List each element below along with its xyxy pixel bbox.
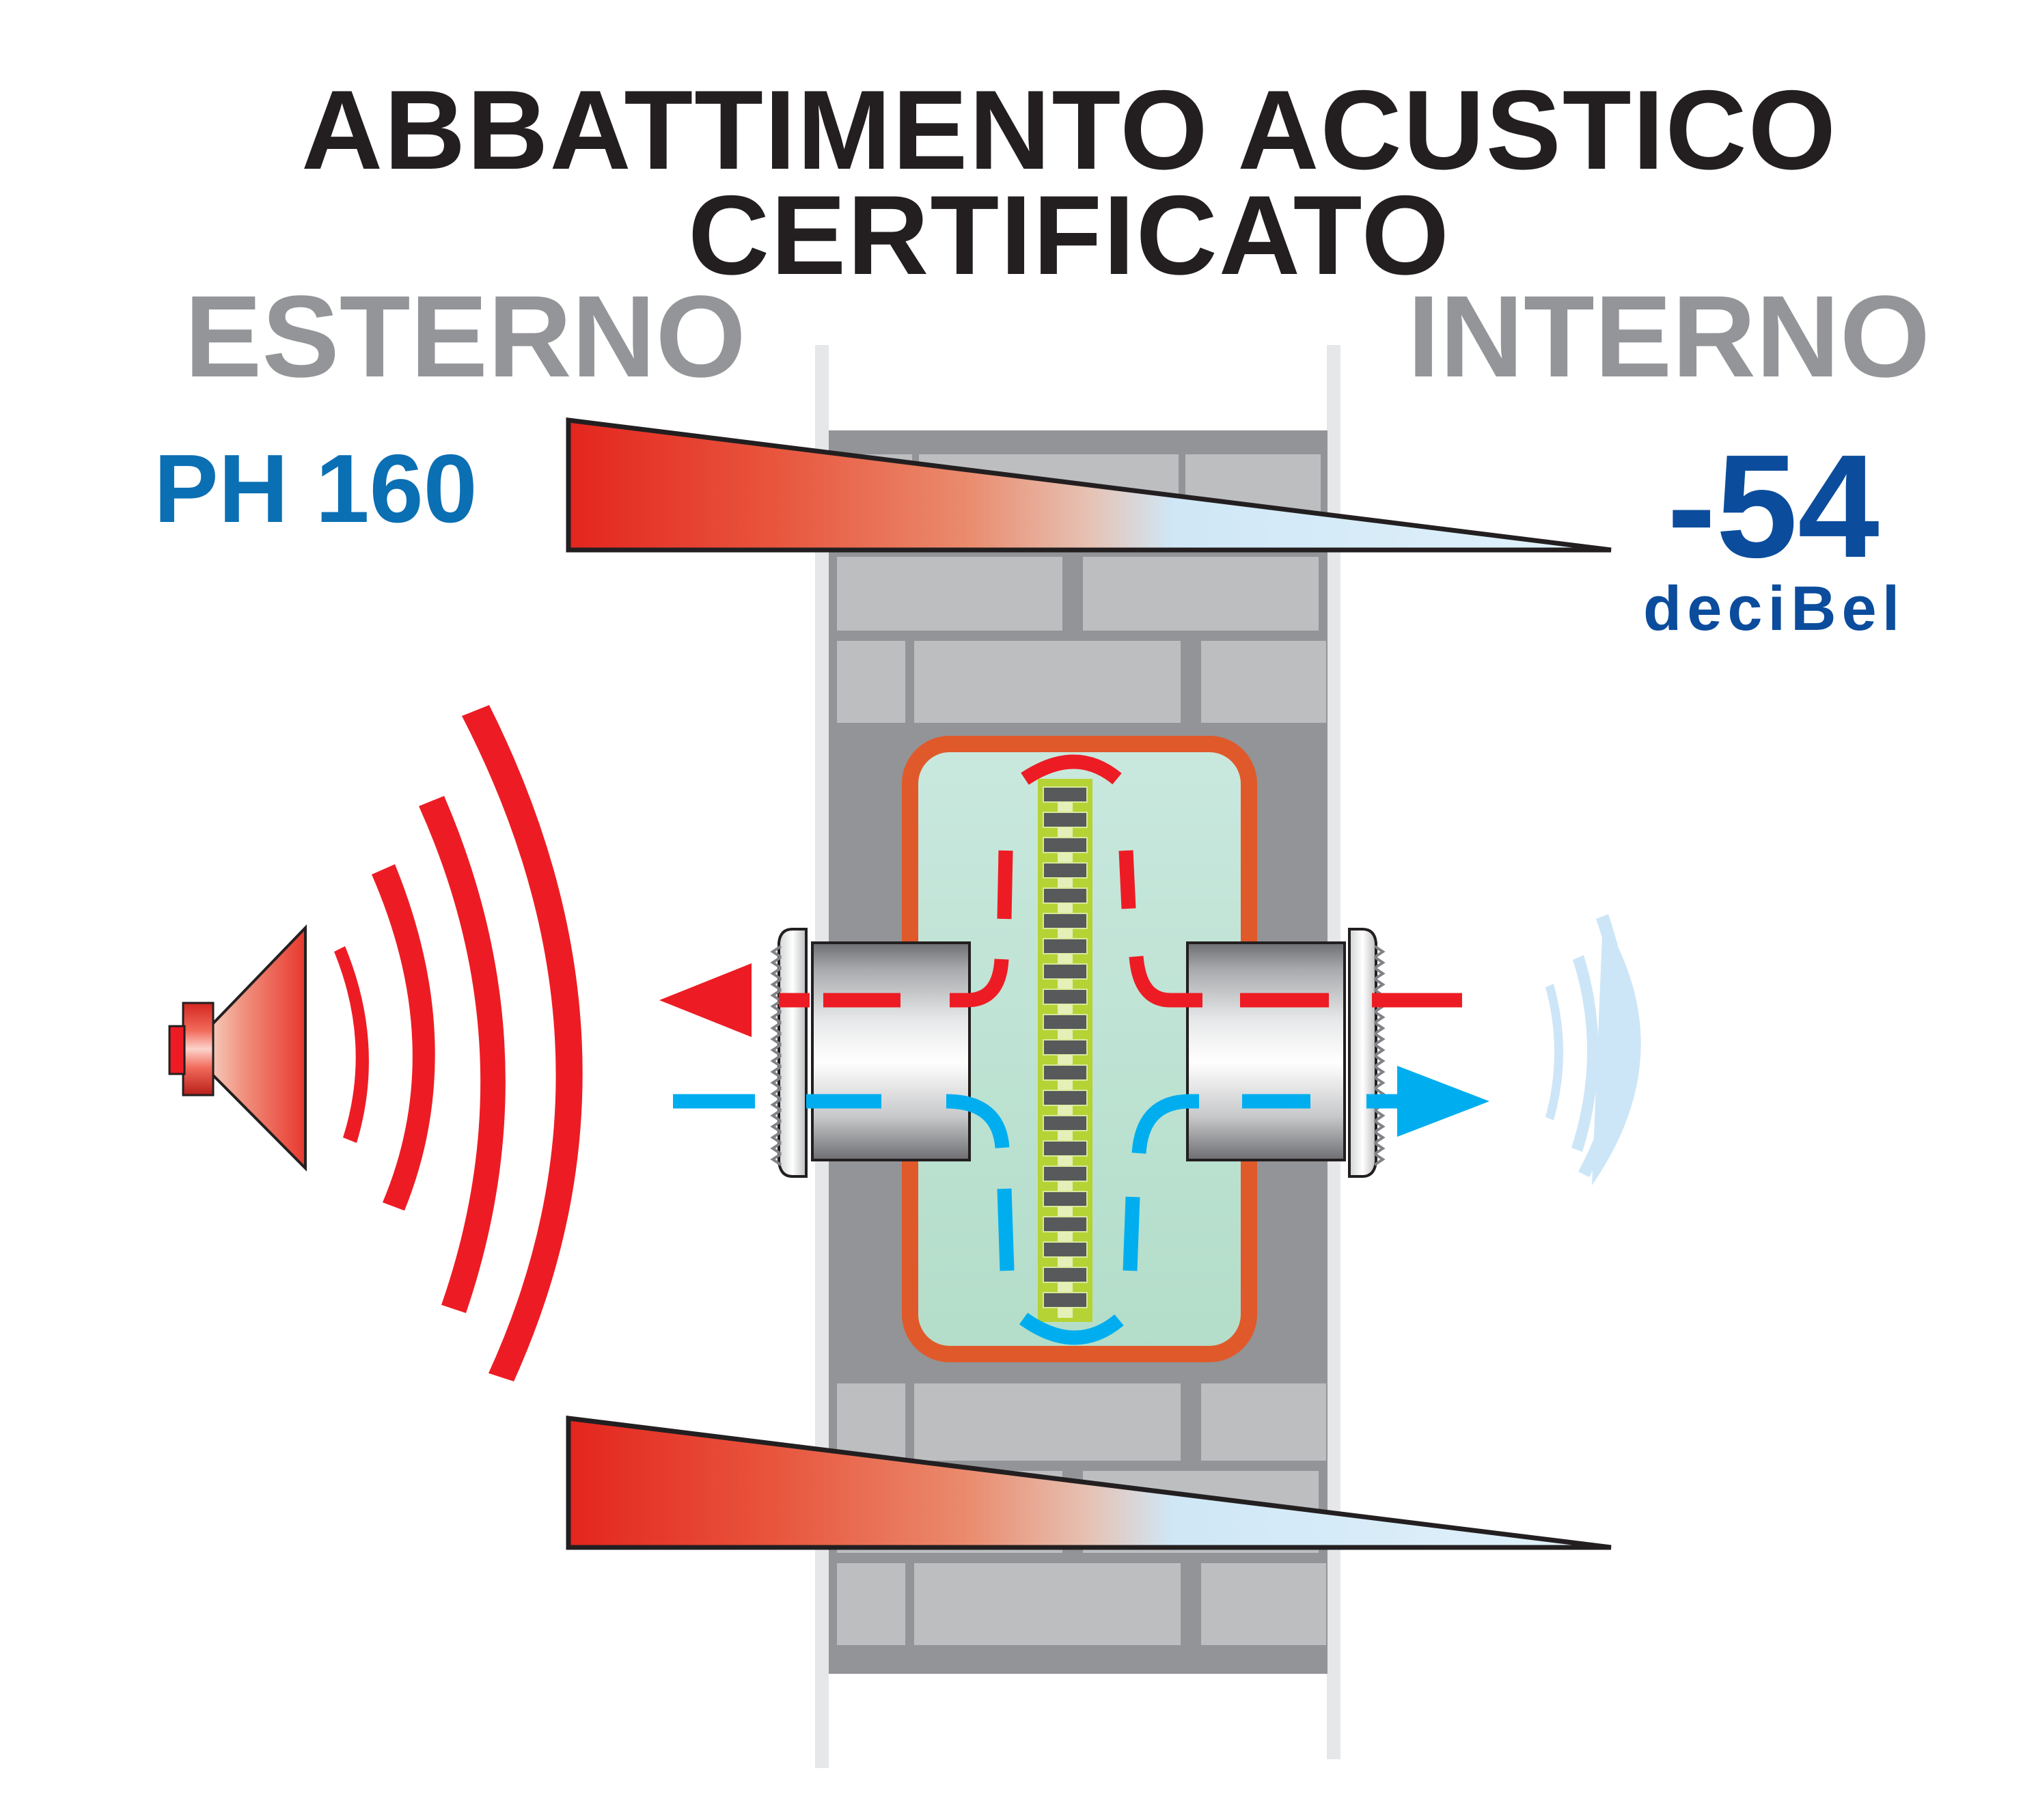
inner-grille-body (1348, 928, 1377, 1178)
baffle-rib (1058, 1232, 1073, 1242)
baffle-rib (1058, 802, 1073, 812)
sound-waves-loud-icon (334, 705, 583, 1381)
brick (1083, 557, 1319, 631)
inside-label: INTERNO (1407, 272, 1930, 402)
baffle-rib (1058, 1004, 1073, 1015)
baffle-slot (1043, 862, 1088, 879)
baffle-rib (1058, 827, 1073, 838)
outer-grille-teeth (770, 945, 782, 1166)
baffle-slot (1043, 1014, 1088, 1030)
outside-label: ESTERNO (184, 272, 746, 402)
speaker-horn (210, 924, 307, 1172)
baffle-rib (1058, 878, 1073, 888)
baffle-rib (1058, 1055, 1073, 1065)
page-title-line-2: CERTIFICATO (688, 172, 1450, 298)
brick (837, 1563, 905, 1645)
noise-reduction-unit: deciBel (1643, 574, 1906, 644)
baffle-slot (1043, 1166, 1088, 1182)
inner-duct (1186, 941, 1346, 1161)
baffle-rib (1058, 1282, 1073, 1293)
baffle-slot (1043, 786, 1088, 803)
baffle-slots (1043, 786, 1088, 1318)
brick (914, 641, 1181, 723)
attenuation-wedge-bottom (566, 1416, 1612, 1550)
baffle-slot (1043, 1115, 1088, 1131)
baffle-slot (1043, 1292, 1088, 1308)
baffle-slot (1043, 1090, 1088, 1106)
brick (1201, 1563, 1326, 1645)
baffle-rib (1058, 1080, 1073, 1090)
baffle-slot (1043, 1064, 1088, 1081)
baffle-slot (1043, 913, 1088, 929)
baffle-slot (1043, 812, 1088, 828)
outer-duct (811, 941, 971, 1161)
brick (914, 1383, 1181, 1461)
baffle-rib (1058, 928, 1073, 939)
brick (914, 1563, 1181, 1645)
baffle-slot (1043, 1267, 1088, 1283)
baffle-rib (1058, 979, 1073, 989)
baffle-rib (1058, 1308, 1073, 1318)
noise-reduction-value: -54 (1667, 424, 1880, 588)
baffle-rib (1058, 1156, 1073, 1166)
brick (1201, 1383, 1326, 1461)
acoustic-baffle (1038, 779, 1092, 1322)
air-path-blue (673, 1094, 1421, 1345)
sound-waves-soft-icon (1545, 914, 1641, 1185)
baffle-rib (1058, 1181, 1073, 1191)
baffle-rib (1058, 1030, 1073, 1040)
baffle-slot (1043, 1140, 1088, 1157)
speaker-magnet (182, 1002, 215, 1097)
inner-grille-teeth (1373, 945, 1386, 1166)
flow-paths (673, 754, 1462, 1345)
baffle-rib (1058, 853, 1073, 863)
arrow-right-icon (1397, 1066, 1489, 1137)
attenuation-wedge-top (566, 417, 1612, 553)
attenuation-wedge-bottom-shape (566, 1416, 1612, 1550)
baffle-slot (1043, 963, 1088, 980)
product-model-label: PH 160 (154, 435, 478, 543)
baffle-rib (1058, 1131, 1073, 1141)
baffle-slot (1043, 837, 1088, 853)
baffle-rib (1058, 903, 1073, 913)
baffle-rib (1058, 1257, 1073, 1267)
arrow-left-icon (659, 963, 752, 1037)
baffle-slot (1043, 989, 1088, 1005)
outer-grille-body (778, 928, 808, 1178)
speaker-terminal (168, 1025, 186, 1075)
vent-ducts (770, 928, 1386, 1178)
baffle-rib (1058, 1207, 1073, 1217)
baffle-slot (1043, 1216, 1088, 1232)
brick (1201, 641, 1326, 723)
brick (837, 557, 1062, 631)
baffle-slot (1043, 1191, 1088, 1207)
speaker-icon (168, 924, 307, 1172)
attenuation-wedge-top-shape (566, 417, 1612, 553)
baffle-rib (1058, 954, 1073, 964)
brick (837, 641, 905, 723)
baffle-slot (1043, 1241, 1088, 1258)
inner-grille (1348, 928, 1386, 1178)
noise-path-red (779, 754, 1462, 1008)
baffle-rib (1058, 1105, 1073, 1116)
page-title-line-1: ABBATTIMENTO ACUSTICO (301, 67, 1837, 193)
outer-grille (770, 928, 808, 1178)
baffle-slot (1043, 1039, 1088, 1056)
baffle-slot (1043, 887, 1088, 904)
brick (837, 1383, 905, 1461)
baffle-slot (1043, 938, 1088, 954)
